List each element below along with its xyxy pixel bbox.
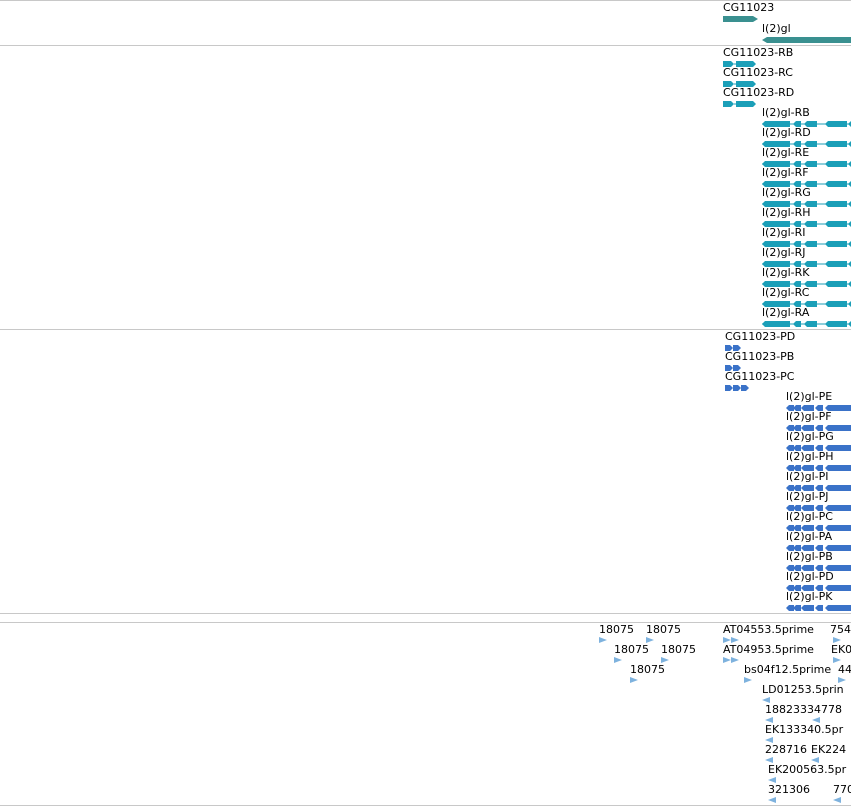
- feature-label[interactable]: l(2)gl-RH: [762, 206, 811, 219]
- transcript-exon[interactable]: [825, 321, 847, 327]
- feature-label[interactable]: AT04553.5prime: [723, 623, 814, 636]
- transcript-exon[interactable]: [825, 221, 847, 227]
- feature-label[interactable]: l(2)gl-PK: [786, 590, 833, 603]
- est-glyph[interactable]: [614, 657, 622, 663]
- feature-label[interactable]: EK200563.5pr: [768, 763, 847, 776]
- feature-label[interactable]: 228716: [765, 743, 807, 756]
- protein-segment[interactable]: [725, 385, 733, 391]
- feature-label[interactable]: l(2)gl-PE: [786, 390, 833, 403]
- est-glyph[interactable]: [744, 677, 752, 683]
- transcript-exon[interactable]: [804, 321, 817, 327]
- feature-label[interactable]: CG11023: [723, 1, 775, 14]
- feature-label[interactable]: l(2)gl-PF: [786, 410, 832, 423]
- feature-label[interactable]: EK224: [811, 743, 847, 756]
- feature-label[interactable]: CG11023-RC: [723, 66, 793, 79]
- feature-label[interactable]: l(2)gl-PB: [786, 550, 833, 563]
- feature-label[interactable]: l(2)gl-RG: [762, 186, 811, 199]
- est-glyph[interactable]: [731, 657, 739, 663]
- protein-segment[interactable]: [825, 485, 851, 491]
- transcript-exon[interactable]: [825, 141, 847, 147]
- feature-label[interactable]: 18075: [661, 643, 696, 656]
- transcript-exon[interactable]: [825, 181, 847, 187]
- feature-label[interactable]: l(2)gl-RB: [762, 106, 810, 119]
- est-glyph[interactable]: [768, 797, 776, 803]
- feature-label[interactable]: CG11023-RD: [723, 86, 795, 99]
- gene-glyph-minus[interactable]: [762, 36, 851, 44]
- transcript-exon[interactable]: [825, 201, 847, 207]
- feature-label[interactable]: l(2)gl-PD: [786, 570, 834, 583]
- feature-label[interactable]: l(2)gl-PI: [786, 470, 829, 483]
- feature-label[interactable]: l(2)gl: [762, 22, 791, 35]
- protein-segment[interactable]: [825, 465, 851, 471]
- feature-label[interactable]: CG11023-PD: [725, 330, 796, 343]
- feature-label[interactable]: AT04953.5prime: [723, 643, 814, 656]
- est-glyph[interactable]: [599, 637, 607, 643]
- protein-segment[interactable]: [793, 605, 801, 611]
- transcript-exon[interactable]: [723, 101, 734, 107]
- track-separator-top: [0, 0, 851, 1]
- feature-label[interactable]: l(2)gl-PC: [786, 510, 833, 523]
- feature-label[interactable]: l(2)gl-PA: [786, 530, 833, 543]
- protein-segment[interactable]: [815, 605, 823, 611]
- track-separator: [0, 45, 851, 46]
- est-glyph[interactable]: [833, 797, 841, 803]
- track-separator: [0, 329, 851, 330]
- feature-label[interactable]: CG11023-RB: [723, 46, 794, 59]
- feature-label[interactable]: 18075: [599, 623, 634, 636]
- transcript-exon[interactable]: [762, 321, 790, 327]
- protein-segment[interactable]: [786, 605, 794, 611]
- feature-label[interactable]: 18075: [630, 663, 665, 676]
- feature-label[interactable]: l(2)gl-RA: [762, 306, 810, 319]
- transcript-exon[interactable]: [825, 301, 847, 307]
- feature-label[interactable]: l(2)gl-RE: [762, 146, 810, 159]
- transcript-exon[interactable]: [804, 241, 817, 247]
- feature-label[interactable]: 44: [838, 663, 851, 676]
- est-glyph[interactable]: [723, 657, 731, 663]
- transcript-exon[interactable]: [804, 221, 817, 227]
- protein-segment[interactable]: [741, 385, 749, 391]
- transcript-exon[interactable]: [825, 261, 847, 267]
- feature-label[interactable]: l(2)gl-RC: [762, 286, 810, 299]
- transcript-exon[interactable]: [825, 241, 847, 247]
- est-glyph[interactable]: [630, 677, 638, 683]
- feature-label[interactable]: CG11023-PB: [725, 350, 795, 363]
- feature-label[interactable]: CG11023-PC: [725, 370, 795, 383]
- feature-label[interactable]: l(2)gl-PH: [786, 450, 834, 463]
- feature-label[interactable]: l(2)gl-PG: [786, 430, 834, 443]
- transcript-exon[interactable]: [825, 281, 847, 287]
- feature-label[interactable]: 754: [830, 623, 851, 636]
- feature-label[interactable]: 321306: [768, 783, 810, 796]
- transcript-exon[interactable]: [793, 321, 801, 327]
- protein-segment[interactable]: [825, 605, 851, 611]
- track-separator: [0, 613, 851, 614]
- feature-label[interactable]: l(2)gl-RJ: [762, 246, 806, 259]
- feature-label[interactable]: 18075: [614, 643, 649, 656]
- feature-label[interactable]: bs04f12.5prime: [744, 663, 832, 676]
- feature-label[interactable]: l(2)gl-RI: [762, 226, 806, 239]
- feature-label[interactable]: 770: [833, 783, 851, 796]
- protein-segment[interactable]: [733, 385, 741, 391]
- gene-glyph-plus[interactable]: [723, 15, 759, 23]
- transcript-exon[interactable]: [736, 101, 756, 107]
- feature-label[interactable]: 18823334778: [765, 703, 842, 716]
- feature-label[interactable]: EK133340.5pr: [765, 723, 844, 736]
- protein-segment[interactable]: [801, 605, 814, 611]
- feature-label[interactable]: EK0: [831, 643, 851, 656]
- feature-label[interactable]: LD01253.5prin: [762, 683, 844, 696]
- feature-label[interactable]: 18075: [646, 623, 681, 636]
- feature-label[interactable]: l(2)gl-RF: [762, 166, 809, 179]
- feature-label[interactable]: l(2)gl-PJ: [786, 490, 829, 503]
- feature-label[interactable]: l(2)gl-RD: [762, 126, 811, 139]
- transcript-exon[interactable]: [825, 121, 847, 127]
- feature-label[interactable]: l(2)gl-RK: [762, 266, 810, 279]
- track-separator: [0, 622, 851, 623]
- transcript-exon[interactable]: [825, 161, 847, 167]
